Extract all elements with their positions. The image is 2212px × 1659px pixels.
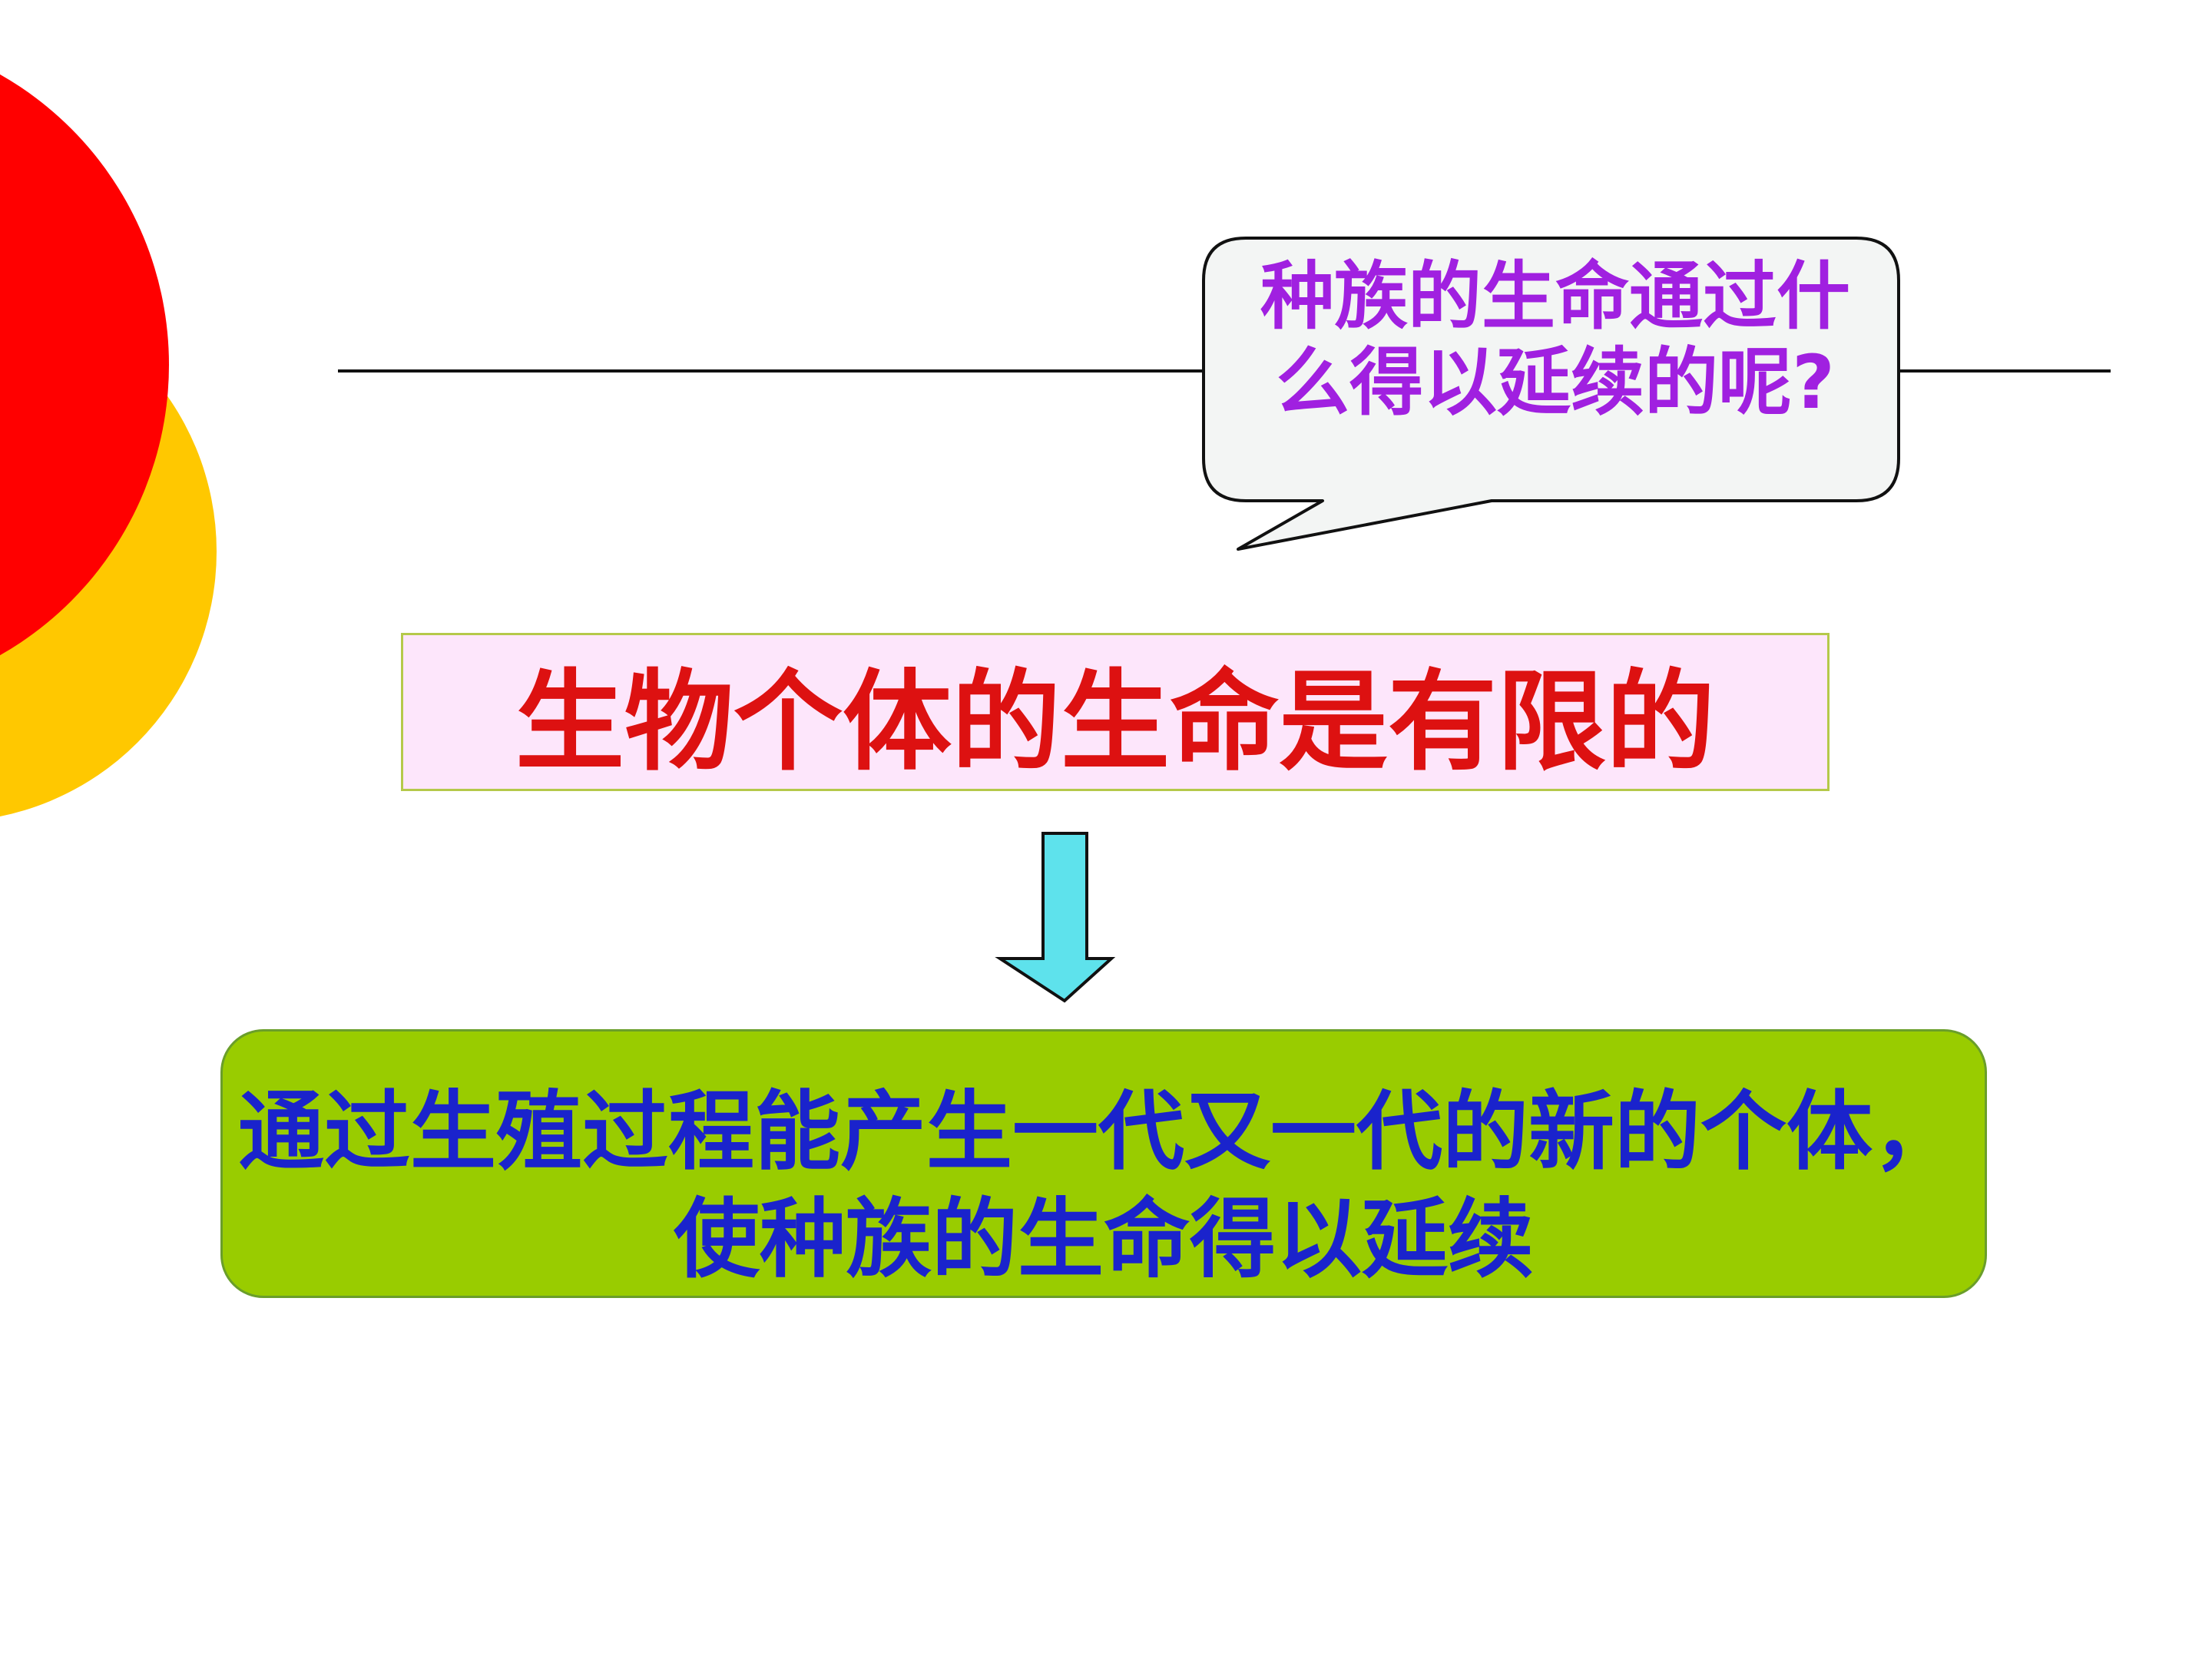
speech-bubble	[1202, 237, 1900, 551]
red-decorative-circle	[0, 74, 169, 656]
statement-text: 生物个体的生命是有限的	[515, 658, 1715, 786]
statement-box: 生物个体的生命是有限的	[401, 633, 1830, 791]
answer-line-1: 通过生殖过程能产生一代又一代的新的个体，	[238, 1082, 1959, 1182]
answer-box: 通过生殖过程能产生一代又一代的新的个体， 使种族的生命得以延续	[220, 1029, 1987, 1298]
callout-question: 种族的生命通过什 么得以延续的呢?	[1260, 253, 1850, 426]
down-arrow-icon	[995, 832, 1116, 1003]
answer-line-2: 使种族的生命得以延续	[674, 1190, 1534, 1290]
